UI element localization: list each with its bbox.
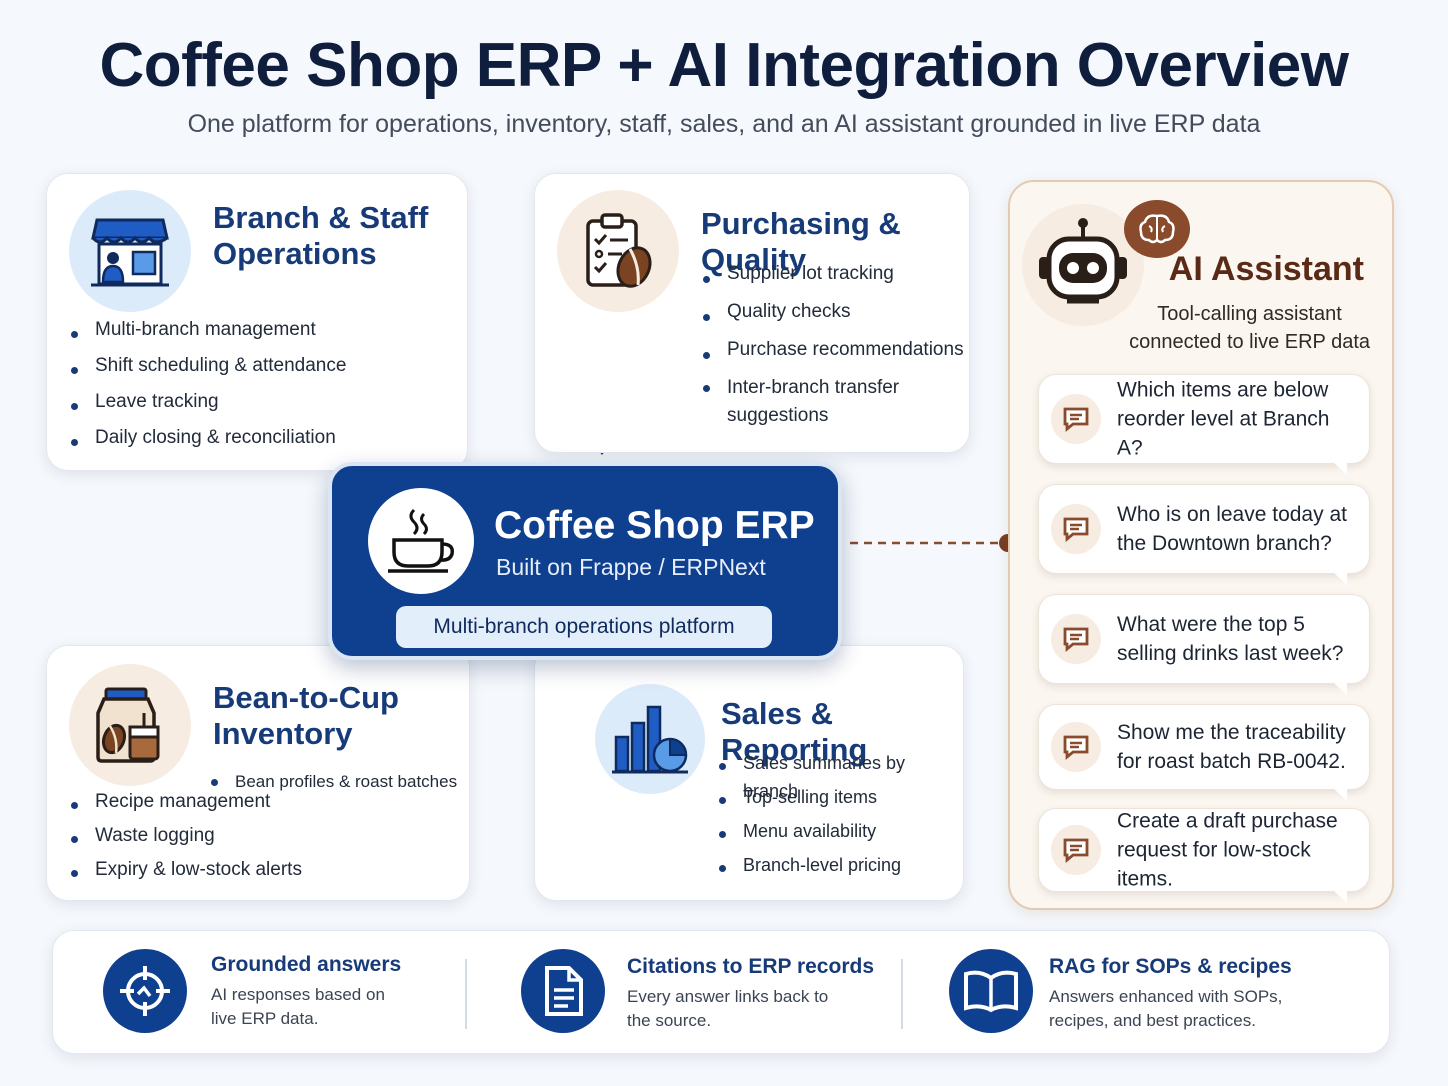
list-item: Leave tracking [69, 388, 346, 424]
erp-core-box: Coffee Shop ERP Built on Frappe / ERPNex… [328, 462, 842, 660]
feature-citations: Citations to ERP records Every answer li… [627, 955, 874, 1030]
erp-tag: Multi-branch operations platform [396, 606, 772, 648]
coffee-cup-icon [368, 488, 474, 594]
purchasing-quality-card: Purchasing & Quality Supplier lot tracki… [534, 173, 970, 453]
bar-pie-chart-icon [595, 684, 705, 794]
robot-icon [1022, 204, 1144, 326]
inventory-card: Bean-to-Cup Inventory Bean profiles & ro… [46, 645, 470, 901]
list-item: Purchase recommendations [701, 336, 964, 374]
list-item: Quality checks [701, 298, 964, 336]
page-subtitle: One platform for operations, inventory, … [187, 110, 1261, 138]
list-item: Branch-level pricing [717, 851, 963, 885]
inventory-title: Bean-to-Cup Inventory [213, 680, 399, 751]
chat-icon [1051, 504, 1101, 554]
list-item: Multi-branch management [69, 316, 346, 352]
list-item: Bean profiles & roast batches [209, 768, 457, 796]
open-book-icon [949, 949, 1033, 1033]
list-item: Menu availability [717, 817, 963, 851]
sales-reporting-card: Sales & Reporting Sales summaries by bra… [534, 645, 964, 901]
chat-icon [1051, 825, 1101, 875]
brain-icon [1124, 200, 1190, 258]
footer-divider [465, 959, 467, 1029]
sales-title: Sales & Reporting [721, 696, 868, 767]
list-item: Expiry & low-stock alerts [69, 856, 302, 890]
branch-staff-list: Multi-branch management Shift scheduling… [69, 316, 346, 460]
sales-list: Sales summaries by branch Top-selling it… [717, 749, 963, 885]
chat-icon [1051, 394, 1101, 444]
footer-divider [901, 959, 903, 1029]
feature-rag: RAG for SOPs & recipes Answers enhanced … [1049, 955, 1292, 1030]
list-item: Top-selling items [717, 783, 963, 817]
coffee-bag-icon [69, 664, 191, 786]
list-item: Sales summaries by branch [717, 749, 963, 801]
branch-staff-card: Branch & Staff Operations Multi-branch m… [46, 173, 468, 471]
list-item: Shift scheduling & attendance [69, 352, 346, 388]
purchasing-title: Purchasing & Quality [701, 206, 901, 277]
storefront-icon [69, 190, 191, 312]
purchasing-list: Supplier lot tracking Quality checks Pur… [701, 260, 964, 430]
target-icon [103, 949, 187, 1033]
ai-desc: Tool-calling assistant connected to live… [1129, 303, 1370, 353]
list-item-continued: suggestions [727, 405, 829, 426]
inventory-list-top: Bean profiles & roast batches [209, 768, 457, 796]
list-item: Inter-branch transfer [701, 374, 964, 402]
erp-subtitle: Built on Frappe / ERPNext [496, 554, 766, 580]
list-item: Recipe management [69, 788, 302, 822]
document-icon [521, 949, 605, 1033]
inventory-list: Recipe management Waste logging Expiry &… [69, 788, 302, 890]
chat-icon [1051, 722, 1101, 772]
branch-staff-title: Branch & Staff Operations [213, 200, 429, 271]
clipboard-coffee-bean-icon [557, 190, 679, 312]
list-item: Supplier lot tracking [701, 260, 964, 298]
erp-title: Coffee Shop ERP [494, 504, 815, 547]
list-item: Daily closing & reconciliation [69, 424, 346, 460]
chat-icon [1051, 614, 1101, 664]
page-title: Coffee Shop ERP + AI Integration Overvie… [99, 31, 1349, 100]
ai-title: AI Assistant [1168, 250, 1364, 288]
list-item: Waste logging [69, 822, 302, 856]
